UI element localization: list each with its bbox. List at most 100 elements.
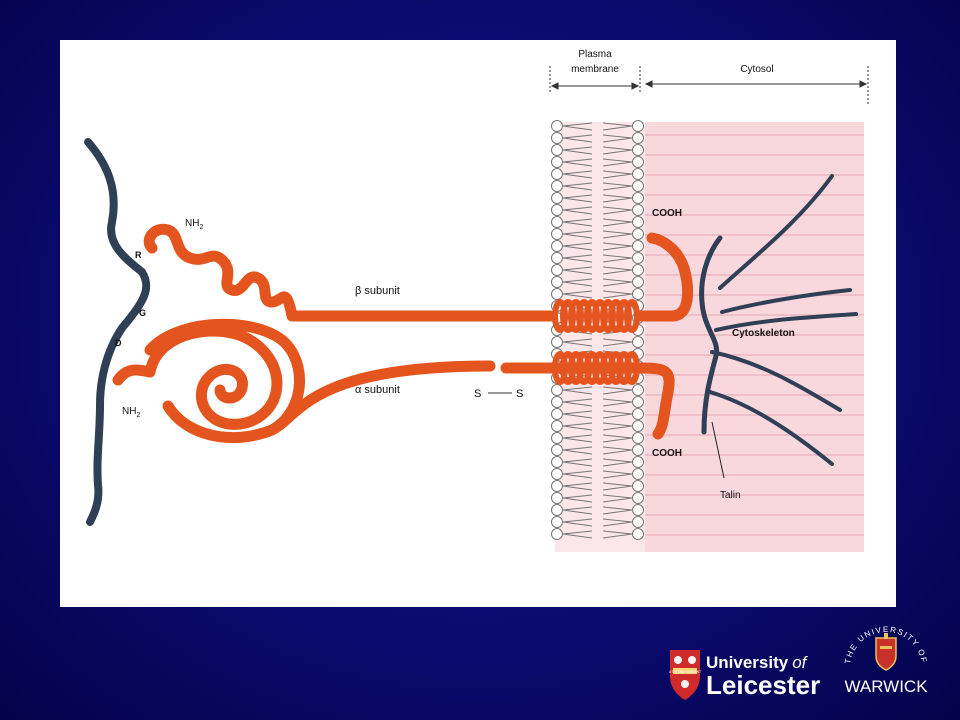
lipid-head — [551, 408, 563, 420]
lipid-tail — [602, 254, 633, 263]
lipid-tail — [562, 146, 593, 155]
cytoskeleton-filaments — [708, 174, 858, 466]
lipid-head — [632, 420, 644, 432]
lipid-head — [551, 228, 563, 240]
lipid-head — [632, 156, 644, 168]
disulfide-s2: S — [516, 388, 523, 400]
lipid-tail — [562, 242, 593, 251]
lipid-head — [551, 384, 563, 396]
lipid-head — [551, 492, 563, 504]
cytosol-marker — [644, 66, 869, 104]
lipid-head — [551, 288, 563, 300]
lipid-head — [632, 168, 644, 180]
integrin-diagram: Plasma membrane Cytosol R G D S S NH2 NH… — [84, 49, 869, 552]
lipid-head — [551, 168, 563, 180]
lipid-head — [551, 240, 563, 252]
lipid-tail — [602, 158, 633, 167]
lipid-head — [632, 384, 644, 396]
lipid-tail — [602, 398, 633, 407]
lipid-head — [632, 120, 644, 132]
lipid-tail — [562, 482, 593, 491]
lipid-tail — [562, 278, 593, 287]
lipid-head — [632, 264, 644, 276]
lipid-tail — [562, 446, 593, 455]
lipid-tail — [602, 482, 633, 491]
lipid-head — [551, 144, 563, 156]
beta-cytoplasmic-tail — [634, 232, 694, 322]
cooh-top-label: COOH — [652, 208, 682, 219]
warwick-name: WARWICK — [844, 677, 928, 696]
lipid-head — [632, 492, 644, 504]
lipid-tail — [562, 194, 593, 203]
lipid-tail — [602, 458, 633, 467]
lipid-tail — [562, 266, 593, 275]
lipid-tail — [602, 170, 633, 179]
talin-label: Talin — [720, 490, 741, 501]
rgd-g-label: G — [139, 308, 146, 318]
plasma-membrane-marker — [549, 66, 641, 94]
lipid-head — [551, 432, 563, 444]
lipid-tail — [562, 398, 593, 407]
plasma-membrane-label-line2: membrane — [571, 64, 619, 75]
helix-turn — [624, 351, 640, 385]
lipid-tail — [602, 182, 633, 191]
lipid-head — [632, 228, 644, 240]
lipid-head — [551, 420, 563, 432]
lipid-head — [551, 504, 563, 516]
lipid-head — [551, 204, 563, 216]
nh2-alpha-label: NH2 — [122, 406, 140, 419]
lipid-head — [632, 480, 644, 492]
cytosol-background — [642, 122, 864, 552]
lipid-head — [551, 528, 563, 540]
lipid-head — [551, 336, 563, 348]
lipid-head — [551, 276, 563, 288]
lipid-tail — [562, 218, 593, 227]
lipid-tail — [602, 506, 633, 515]
rgd-d-label: D — [115, 338, 122, 348]
rgd-r-label: R — [135, 250, 142, 260]
lipid-tail — [562, 470, 593, 479]
warwick-crest-icon — [875, 637, 897, 671]
beta-subunit — [143, 223, 556, 322]
lipid-head — [551, 180, 563, 192]
lipid-head — [632, 336, 644, 348]
lipid-head — [632, 144, 644, 156]
lipid-head — [632, 276, 644, 288]
lipid-head — [632, 180, 644, 192]
cytosol-label: Cytosol — [740, 64, 773, 75]
lipid-tail — [602, 446, 633, 455]
alpha-subunit — [112, 318, 496, 444]
lipid-tail — [562, 170, 593, 179]
lipid-head — [632, 252, 644, 264]
lipid-head — [632, 240, 644, 252]
lipid-tail — [562, 158, 593, 167]
lipid-head — [551, 252, 563, 264]
lipid-tail — [602, 122, 633, 131]
lipid-tail — [602, 338, 633, 347]
lipid-tail — [562, 458, 593, 467]
talin — [699, 235, 723, 435]
lipid-tail — [602, 410, 633, 419]
lipid-head — [551, 468, 563, 480]
extracellular-matrix-ligand — [84, 138, 151, 526]
lipid-tail — [562, 338, 593, 347]
lipid-head — [551, 456, 563, 468]
lipid-head — [632, 192, 644, 204]
lipid-head — [551, 396, 563, 408]
disulfide-s1: S — [474, 388, 481, 400]
lipid-tail — [562, 386, 593, 395]
nh2-beta-label: NH2 — [185, 218, 203, 231]
lipid-head — [551, 132, 563, 144]
leicester-motto: UT VITAM HABEANT — [669, 670, 701, 674]
lipid-head — [551, 516, 563, 528]
lipid-tail — [602, 230, 633, 239]
lipid-tail — [602, 146, 633, 155]
membrane-interior-tint — [555, 122, 645, 552]
lipid-tail — [602, 134, 633, 143]
lipid-tail — [562, 230, 593, 239]
talin-pointer — [711, 421, 725, 479]
plasma-membrane-label-line1: Plasma — [578, 49, 612, 60]
lipid-tail — [562, 122, 593, 131]
